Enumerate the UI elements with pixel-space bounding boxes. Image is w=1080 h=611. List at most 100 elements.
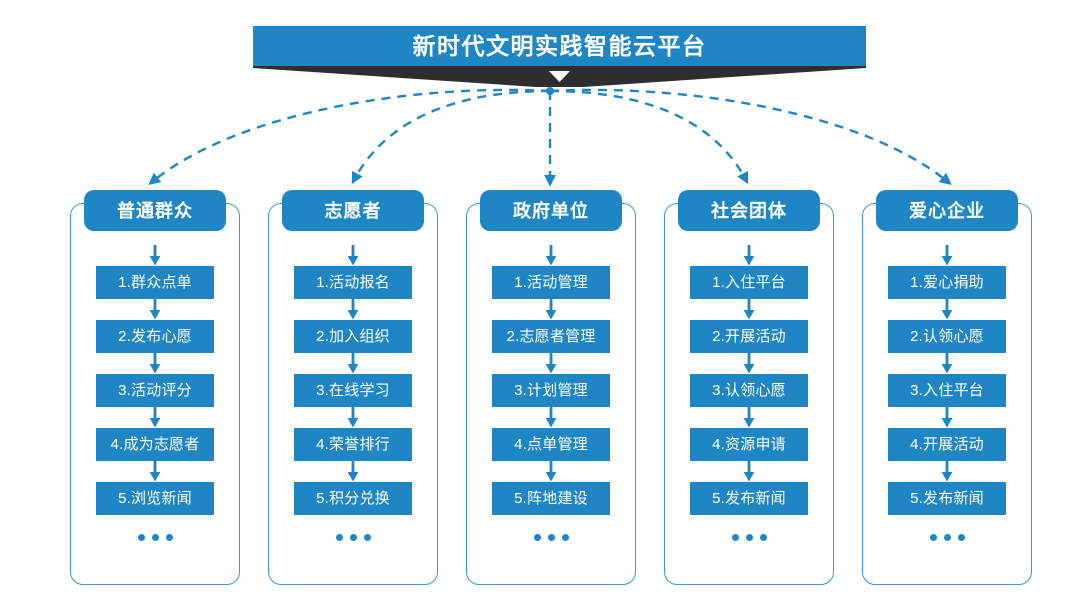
step-item-label: 2.发布心愿 <box>118 328 192 345</box>
step-arrow-icon <box>941 299 953 320</box>
step-arrow-icon <box>149 245 161 266</box>
ellipsis-dot <box>943 534 951 541</box>
step-item[interactable]: 4.点单管理 <box>492 428 610 461</box>
category-header-1[interactable]: 普通群众 <box>84 190 226 231</box>
page-title: 新时代文明实践智能云平台 <box>412 32 707 59</box>
step-item[interactable]: 4.成为志愿者 <box>96 428 214 461</box>
step-item-label: 1.入住平台 <box>712 274 786 291</box>
ellipsis-dot <box>165 534 173 541</box>
more-items-ellipsis <box>533 534 569 541</box>
step-item[interactable]: 2.开展活动 <box>690 320 808 353</box>
step-arrow-icon <box>347 407 359 428</box>
arrow-to-column-5 <box>549 88 952 186</box>
step-item-label: 4.点单管理 <box>514 436 588 453</box>
step-item-label: 5.发布新闻 <box>712 490 786 507</box>
step-item[interactable]: 2.发布心愿 <box>96 320 214 353</box>
ellipsis-dot <box>759 534 767 541</box>
step-item[interactable]: 5.积分兑换 <box>294 482 412 515</box>
step-arrow-icon <box>545 353 557 374</box>
step-item[interactable]: 4.资源申请 <box>690 428 808 461</box>
step-arrow-icon <box>149 299 161 320</box>
step-item[interactable]: 1.活动报名 <box>294 266 412 299</box>
step-item-label: 2.志愿者管理 <box>506 328 596 345</box>
step-item[interactable]: 2.加入组织 <box>294 320 412 353</box>
ellipsis-dot <box>335 534 343 541</box>
more-items-ellipsis <box>731 534 767 541</box>
step-arrow-icon <box>347 353 359 374</box>
step-arrow-icon <box>743 245 755 266</box>
step-item[interactable]: 3.计划管理 <box>492 374 610 407</box>
category-header-4[interactable]: 社会团体 <box>678 190 820 231</box>
category-column-5: 爱心企业 1.爱心捐助 2.认领心愿 3.入住平台 4.开展活动 5.发布新闻 <box>862 190 1032 585</box>
step-arrow-icon <box>545 461 557 482</box>
step-item-label: 5.积分兑换 <box>316 490 390 507</box>
arrow-to-column-2 <box>351 89 551 185</box>
step-item-label: 2.加入组织 <box>316 328 390 345</box>
step-item-label: 3.活动评分 <box>118 382 192 399</box>
step-arrow-icon <box>347 461 359 482</box>
ellipsis-dot <box>957 534 965 541</box>
step-item[interactable]: 3.认领心愿 <box>690 374 808 407</box>
category-header-5[interactable]: 爱心企业 <box>876 190 1018 231</box>
step-arrow-icon <box>743 299 755 320</box>
step-item[interactable]: 5.浏览新闻 <box>96 482 214 515</box>
step-item[interactable]: 1.活动管理 <box>492 266 610 299</box>
step-arrow-icon <box>149 461 161 482</box>
more-items-ellipsis <box>929 534 965 541</box>
step-arrow-icon <box>743 461 755 482</box>
step-item-label: 4.成为志愿者 <box>110 436 200 453</box>
step-arrow-icon <box>941 245 953 266</box>
step-item[interactable]: 1.爱心捐助 <box>888 266 1006 299</box>
step-arrow-icon <box>149 407 161 428</box>
step-arrow-icon <box>545 245 557 266</box>
step-item[interactable]: 3.入住平台 <box>888 374 1006 407</box>
step-arrow-icon <box>149 353 161 374</box>
category-header-3[interactable]: 政府单位 <box>480 190 622 231</box>
category-steps-list-1: 1.群众点单 2.发布心愿 3.活动评分 4.成为志愿者 5.浏览新闻 <box>71 245 239 584</box>
step-item[interactable]: 3.在线学习 <box>294 374 412 407</box>
step-item-label: 1.活动报名 <box>316 274 390 291</box>
step-item[interactable]: 3.活动评分 <box>96 374 214 407</box>
step-item-label: 3.入住平台 <box>910 382 984 399</box>
ellipsis-dot <box>731 534 739 541</box>
category-steps-list-3: 1.活动管理 2.志愿者管理 3.计划管理 4.点单管理 5.阵地建设 <box>467 245 635 584</box>
step-item-label: 4.开展活动 <box>910 436 984 453</box>
ellipsis-dot <box>533 534 541 541</box>
step-item[interactable]: 2.志愿者管理 <box>492 320 610 353</box>
category-header-2[interactable]: 志愿者 <box>282 190 424 231</box>
title-ribbon-shadow <box>253 66 866 87</box>
category-column-4: 社会团体 1.入住平台 2.开展活动 3.认领心愿 4.资源申请 5.发布新闻 <box>664 190 834 585</box>
step-item[interactable]: 1.入住平台 <box>690 266 808 299</box>
step-item[interactable]: 4.荣誉排行 <box>294 428 412 461</box>
category-header-label: 政府单位 <box>513 200 589 221</box>
more-items-ellipsis <box>335 534 371 541</box>
step-item[interactable]: 5.发布新闻 <box>690 482 808 515</box>
ellipsis-dot <box>137 534 145 541</box>
step-item[interactable]: 5.阵地建设 <box>492 482 610 515</box>
platform-title-banner: 新时代文明实践智能云平台 <box>253 26 866 66</box>
ellipsis-dot <box>547 534 555 541</box>
step-item[interactable]: 4.开展活动 <box>888 428 1006 461</box>
step-arrow-icon <box>941 461 953 482</box>
step-item-label: 1.群众点单 <box>118 274 192 291</box>
ellipsis-dot <box>363 534 371 541</box>
step-item-label: 5.阵地建设 <box>514 490 588 507</box>
step-item[interactable]: 2.认领心愿 <box>888 320 1006 353</box>
step-arrow-icon <box>545 407 557 428</box>
category-header-label: 爱心企业 <box>909 200 985 221</box>
step-item-label: 1.爱心捐助 <box>910 274 984 291</box>
step-item[interactable]: 1.群众点单 <box>96 266 214 299</box>
step-item[interactable]: 5.发布新闻 <box>888 482 1006 515</box>
ellipsis-dot <box>349 534 357 541</box>
ellipsis-dot <box>745 534 753 541</box>
step-item-label: 5.发布新闻 <box>910 490 984 507</box>
category-header-label: 志愿者 <box>324 200 382 221</box>
ellipsis-dot <box>151 534 159 541</box>
category-steps-list-2: 1.活动报名 2.加入组织 3.在线学习 4.荣誉排行 5.积分兑换 <box>269 245 437 584</box>
category-header-label: 普通群众 <box>117 200 193 221</box>
step-arrow-icon <box>941 353 953 374</box>
step-arrow-icon <box>743 353 755 374</box>
ellipsis-dot <box>929 534 937 541</box>
step-item-label: 4.荣誉排行 <box>316 436 390 453</box>
